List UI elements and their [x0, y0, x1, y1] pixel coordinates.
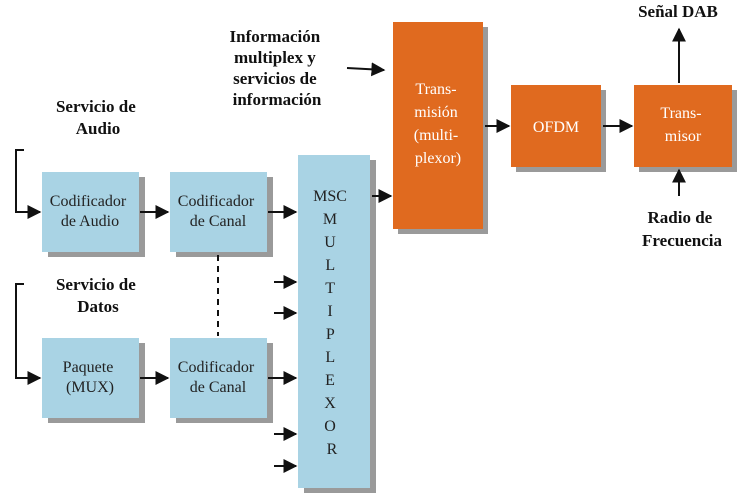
transmitter-text: Trans- misor	[660, 105, 705, 145]
msc-multiplexor-box	[298, 155, 370, 488]
audio-encoder-text: Codificador de Audio	[50, 193, 130, 230]
transmitter-box	[634, 85, 732, 167]
channel-encoder-2-box	[170, 338, 267, 418]
arrow-multiplex-info	[346, 62, 386, 77]
dab-signal-label: Señal DAB	[638, 2, 718, 21]
msc-multiplexor-text: MSC M U L T I P L E X O R	[313, 188, 351, 458]
packet-mux-box	[42, 338, 139, 418]
audio-service-arrow	[15, 149, 42, 219]
packet-mux-text: Paquete (MUX)	[63, 359, 118, 396]
audio-encoder-box	[42, 172, 139, 252]
channel-encoder-2-text: Codificador de Canal	[178, 359, 258, 396]
channel-encoder-1-text: Codificador de Canal	[178, 193, 258, 230]
transmission-text: Trans- misión (multi- plexor)	[414, 81, 462, 167]
transmission-box	[393, 22, 483, 229]
channel-encoder-1-box	[170, 172, 267, 252]
ofdm-text: OFDM	[533, 119, 579, 136]
audio-service-label: Servicio de Audio	[56, 97, 140, 138]
ofdm-box	[511, 85, 601, 167]
data-service-arrow	[15, 283, 42, 385]
multiplex-info-label: Información multiplex y servicios de inf…	[230, 27, 325, 109]
radio-frequency-label: Radio de Frecuencia	[642, 208, 722, 250]
data-service-label: Servicio de Datos	[56, 275, 140, 316]
